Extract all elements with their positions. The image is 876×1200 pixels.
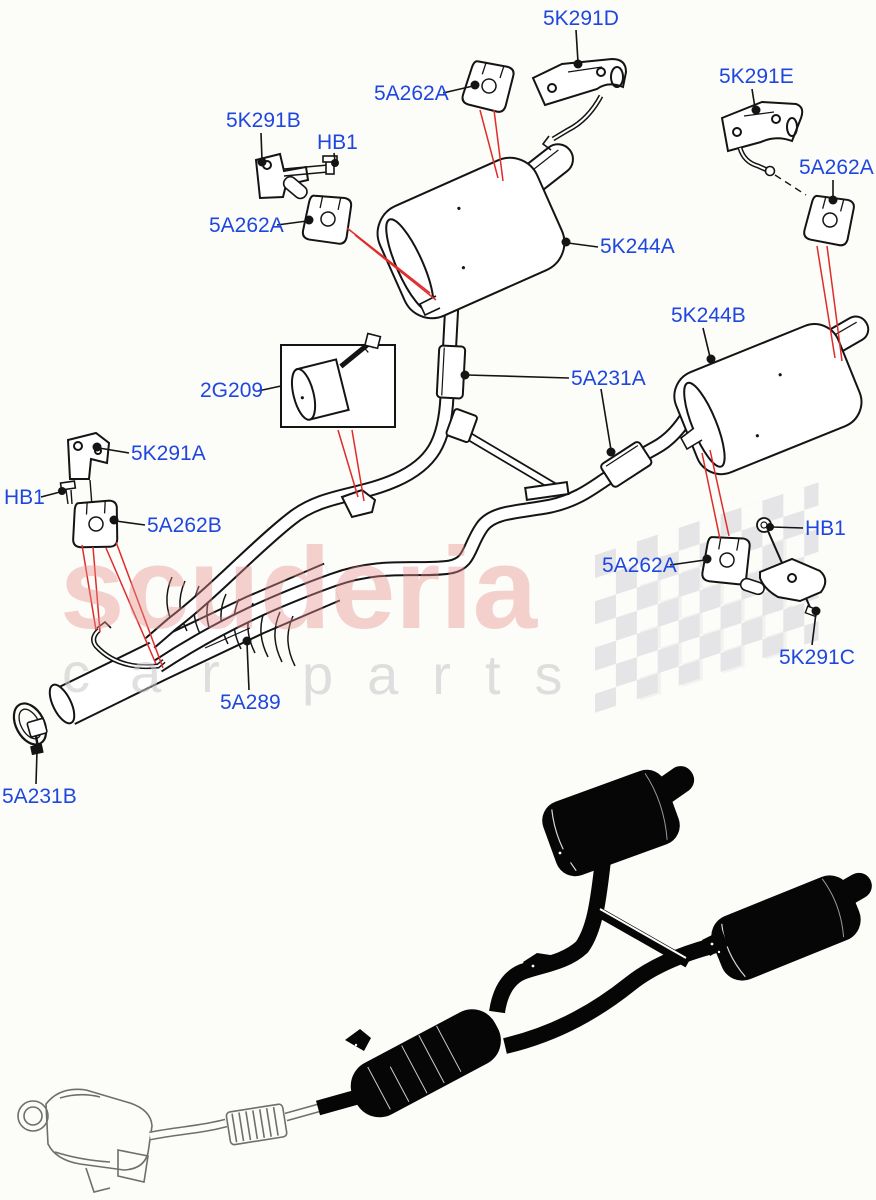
part-label-5K291D[interactable]: 5K291D	[543, 7, 619, 30]
part-label-5K244A[interactable]: 5K244A	[600, 235, 675, 258]
exploded-exhaust-drawing	[12, 57, 870, 756]
silhouette-muffler-left	[542, 766, 695, 877]
bracket-5K291D-group	[461, 57, 628, 151]
silhouette-hangers	[345, 953, 557, 1075]
part-label-HB1-right[interactable]: HB1	[805, 517, 846, 540]
part-label-5K291C[interactable]: 5K291C	[779, 646, 855, 669]
support-strut	[445, 408, 570, 502]
part-label-5K244B[interactable]: 5K244B	[671, 304, 746, 327]
bracket-5K291B-group	[254, 152, 353, 245]
part-label-5K291B[interactable]: 5K291B	[226, 109, 301, 132]
part-label-5K291E[interactable]: 5K291E	[719, 65, 794, 88]
silhouette-muffler-right	[702, 872, 872, 981]
part-label-5K291A[interactable]: 5K291A	[131, 442, 206, 465]
part-label-HB1-left[interactable]: HB1	[4, 486, 45, 509]
part-label-5A289[interactable]: 5A289	[220, 691, 281, 714]
watermark-brand-text: scuderia	[60, 523, 539, 653]
assembled-exhaust-silhouette	[17, 766, 872, 1193]
bracket-5K291C-group	[701, 517, 827, 618]
part-label-5A262A-left[interactable]: 5A262A	[209, 214, 284, 237]
red-callout-lines	[81, 109, 843, 669]
front-downpipe-outline	[17, 1088, 324, 1193]
silhouette-resonator	[350, 1009, 501, 1118]
part-label-2G209[interactable]: 2G209	[200, 379, 264, 402]
brand-watermark: scuderia car parts	[60, 523, 597, 706]
watermark-sub-right: parts	[302, 643, 597, 706]
part-label-5A231A[interactable]: 5A231A	[571, 367, 646, 390]
watermark-sub-left: car	[62, 641, 260, 704]
insulator-kit-box	[280, 332, 396, 428]
part-label-5A231B[interactable]: 5A231B	[2, 785, 77, 808]
part-label-5A262B[interactable]: 5A262B	[147, 514, 222, 537]
bracket-5K291E-group	[720, 100, 855, 247]
leader-lines	[35, 29, 834, 785]
leader-dots	[33, 59, 838, 753]
part-label-5A262A-top[interactable]: 5A262A	[374, 82, 449, 105]
rear-muffler-right	[673, 315, 870, 476]
coupling-sleeve-right	[600, 441, 653, 488]
checkered-flag-watermark	[595, 482, 819, 713]
pipe-hanger-bracket	[340, 488, 377, 519]
part-label-HB1-top[interactable]: HB1	[317, 131, 358, 154]
coupling-sleeve-left	[435, 344, 467, 400]
part-label-5A262A-mid[interactable]: 5A262A	[602, 554, 677, 577]
rear-muffler-left	[376, 143, 574, 320]
part-label-5A262A-right[interactable]: 5A262A	[799, 156, 874, 179]
